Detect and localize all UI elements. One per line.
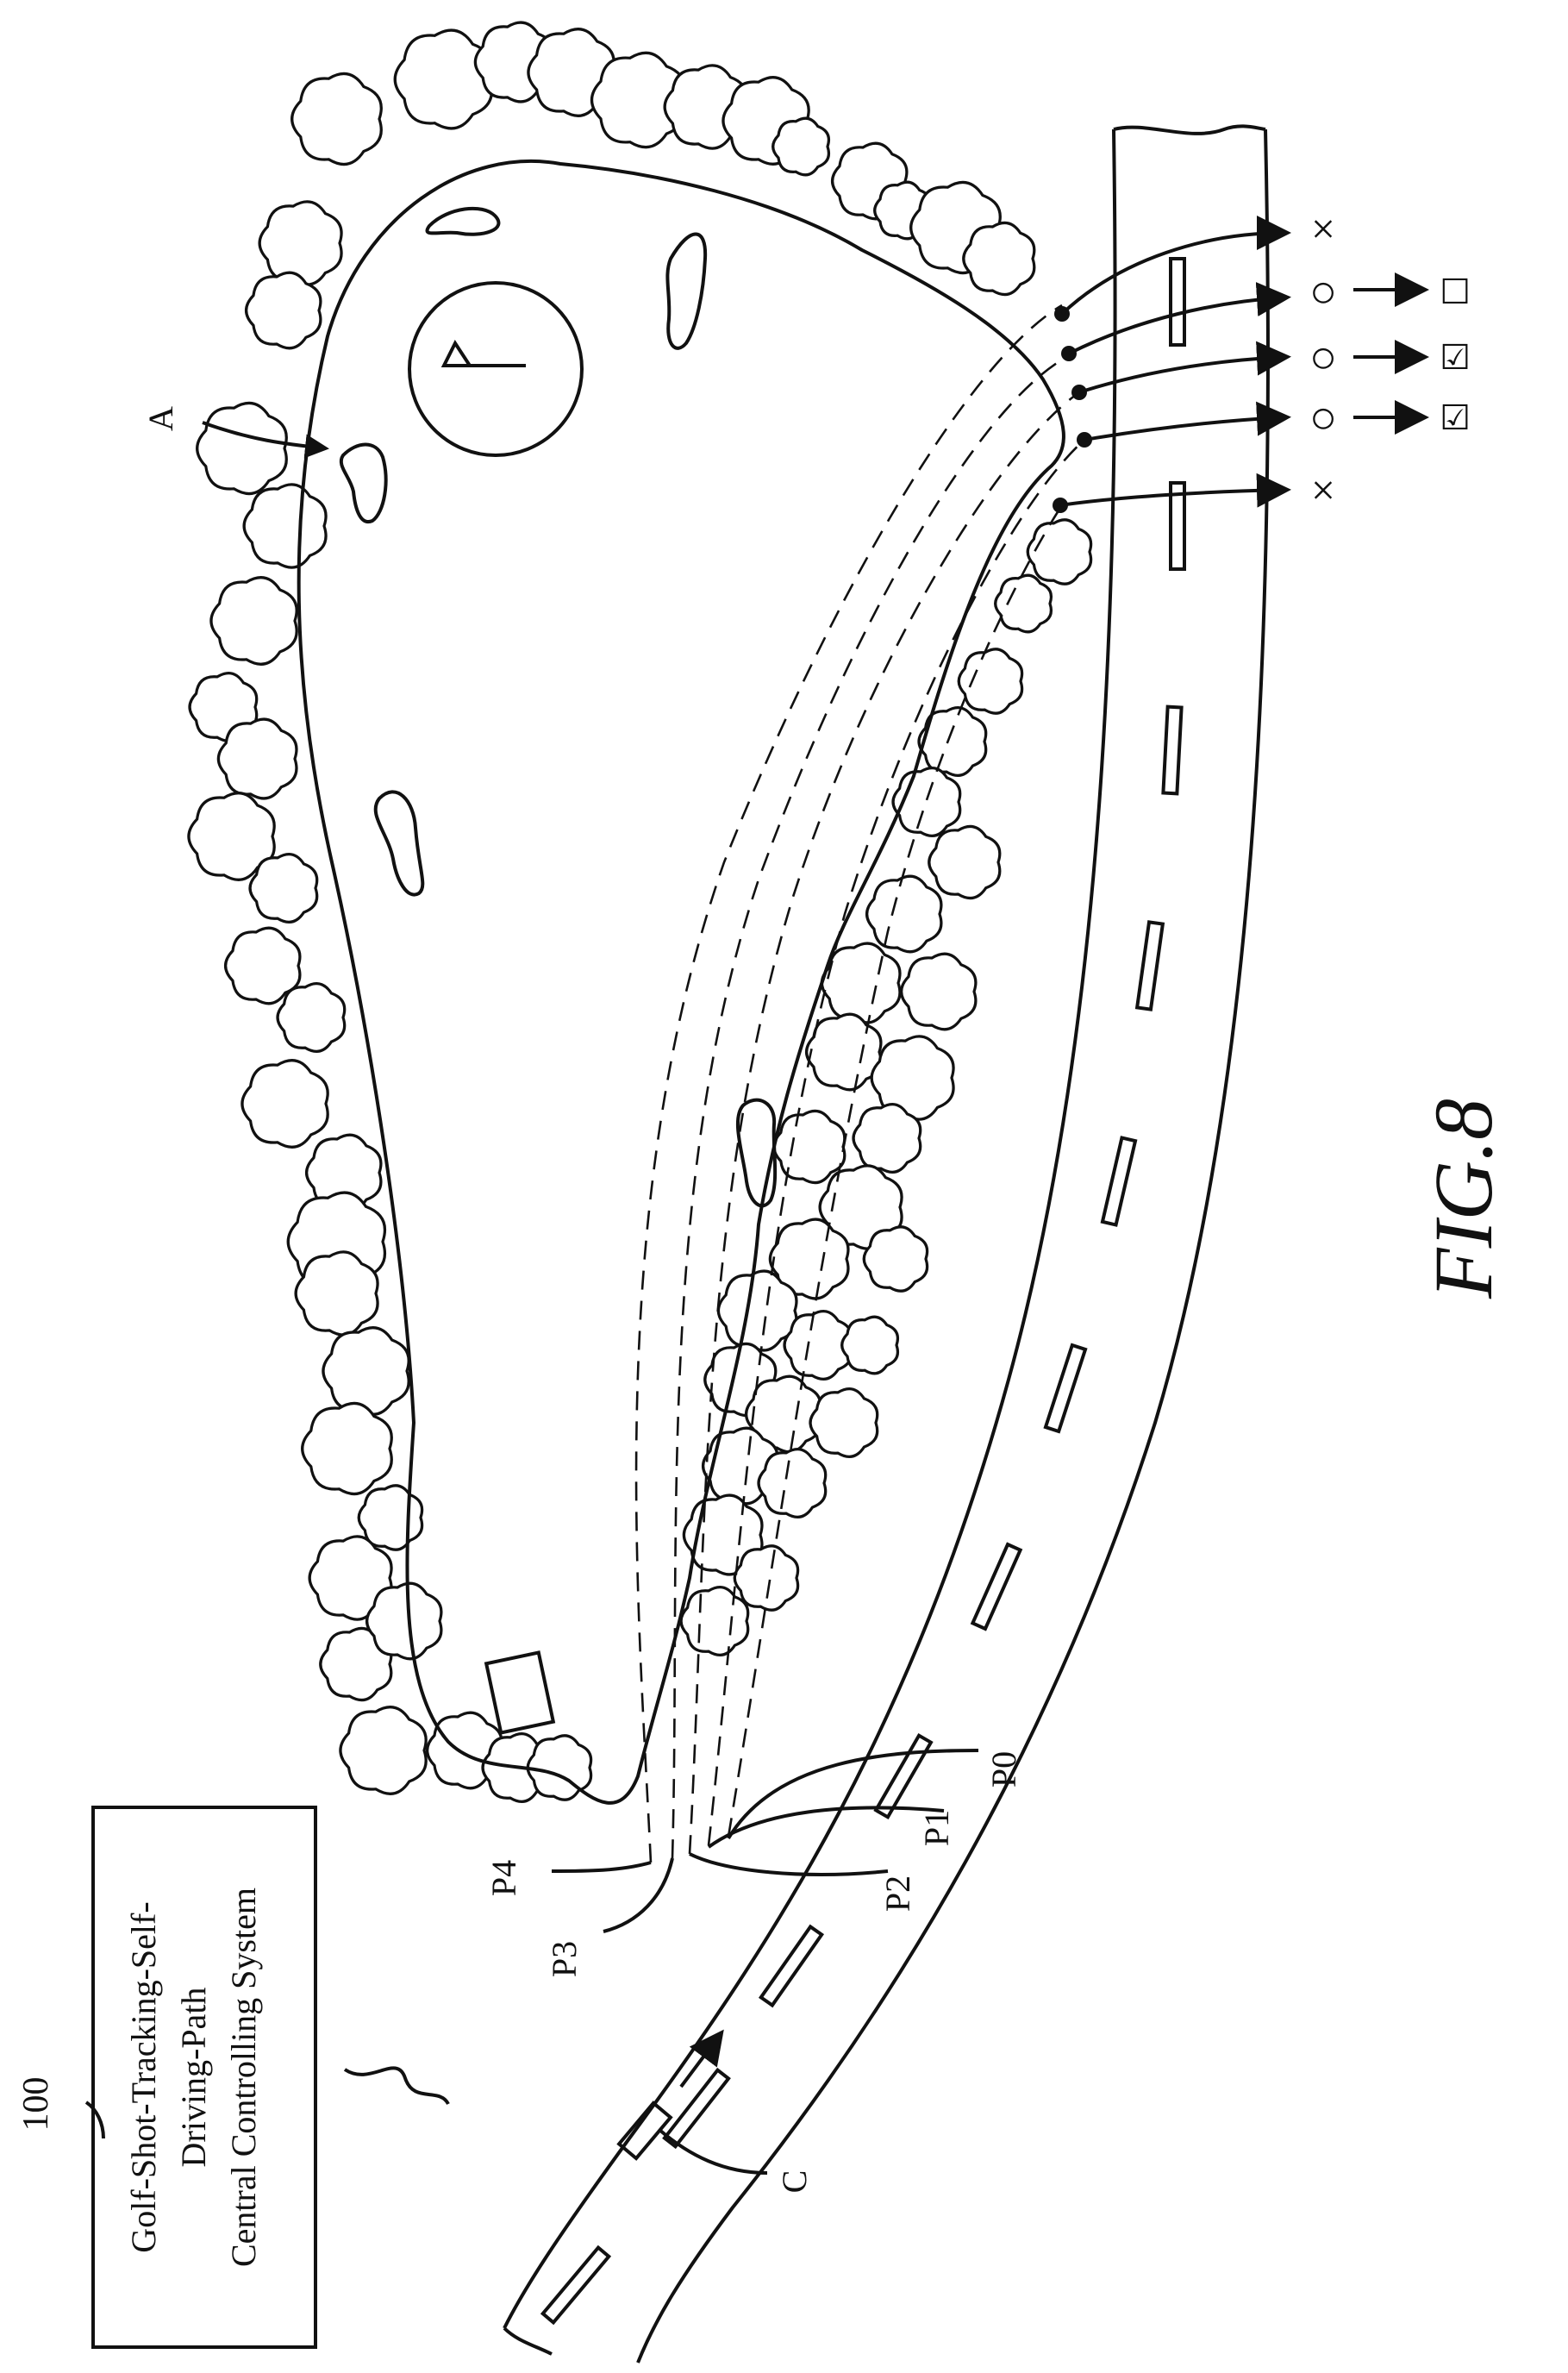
svg-text:C: C [775, 2170, 814, 2194]
tree-icon [773, 118, 829, 175]
tree-icon [323, 1328, 409, 1415]
figure-label: FIG.8 [1417, 1099, 1509, 1299]
tree-icon [244, 485, 326, 567]
tree-icon [242, 1061, 328, 1148]
svg-text:P3: P3 [545, 1941, 584, 1977]
result-next-4: ☑ [1440, 398, 1471, 437]
tree-icon [864, 1227, 927, 1291]
drawing: × ○ ○ ○ × ☐ ☑ ☑ A P0 P1 P2 P3 P4 C [16, 22, 1509, 2363]
tree-icon [810, 1389, 878, 1457]
result-marker-2: ○ [1309, 266, 1338, 317]
tree-icon [759, 1449, 826, 1518]
result-marker-5: × [1311, 466, 1335, 514]
tree-icon [292, 73, 382, 164]
svg-text:Central Controlling System: Central Controlling System [224, 1888, 263, 2267]
svg-text:Golf-Shot-Tracking-Self-: Golf-Shot-Tracking-Self- [124, 1901, 163, 2252]
tree-icon [821, 943, 900, 1023]
svg-text:P2: P2 [878, 1875, 917, 1912]
result-marker-1: × [1311, 204, 1335, 253]
tree-icon [919, 708, 986, 776]
tree-icon [996, 575, 1052, 632]
tree-icon [259, 202, 341, 285]
system-box: Golf-Shot-Tracking-Self- Driving-Path Ce… [93, 1807, 315, 2347]
result-next-2: ☐ [1440, 272, 1471, 311]
tree-icon [395, 30, 491, 128]
tree-icon [197, 403, 287, 493]
tree-icon [1028, 520, 1090, 584]
tree-icon [867, 876, 941, 952]
tree-icon [964, 222, 1034, 294]
svg-text:P0: P0 [984, 1751, 1023, 1788]
green [409, 283, 582, 455]
tree-icon [211, 578, 297, 665]
trees [189, 22, 1091, 1801]
tree-icon [959, 649, 1021, 713]
tree-icon [902, 954, 976, 1030]
flag-icon [444, 343, 526, 366]
svg-text:P1: P1 [917, 1810, 956, 1846]
tree-icon [734, 1546, 797, 1610]
svg-text:100: 100 [16, 2077, 56, 2132]
tree-icon [278, 984, 345, 1052]
tree-icon [218, 719, 297, 798]
result-marker-4: ○ [1309, 391, 1338, 443]
tree-icon [247, 272, 321, 348]
tree-icon [853, 1105, 921, 1173]
tree-icon [296, 1252, 378, 1335]
svg-text:A: A [141, 406, 180, 431]
result-next-3: ☑ [1440, 338, 1471, 377]
tree-icon [367, 1583, 441, 1659]
tree-icon [774, 1111, 845, 1182]
tree-icon [340, 1707, 426, 1794]
svg-text:Driving-Path: Driving-Path [174, 1988, 213, 2168]
tree-icon [303, 1403, 392, 1493]
tree-icon [681, 1587, 748, 1656]
tree-icon [929, 826, 1000, 898]
svg-text:P4: P4 [484, 1860, 523, 1896]
tree-icon [250, 855, 317, 923]
tree-icon [842, 1317, 898, 1374]
result-marker-3: ○ [1309, 331, 1338, 383]
